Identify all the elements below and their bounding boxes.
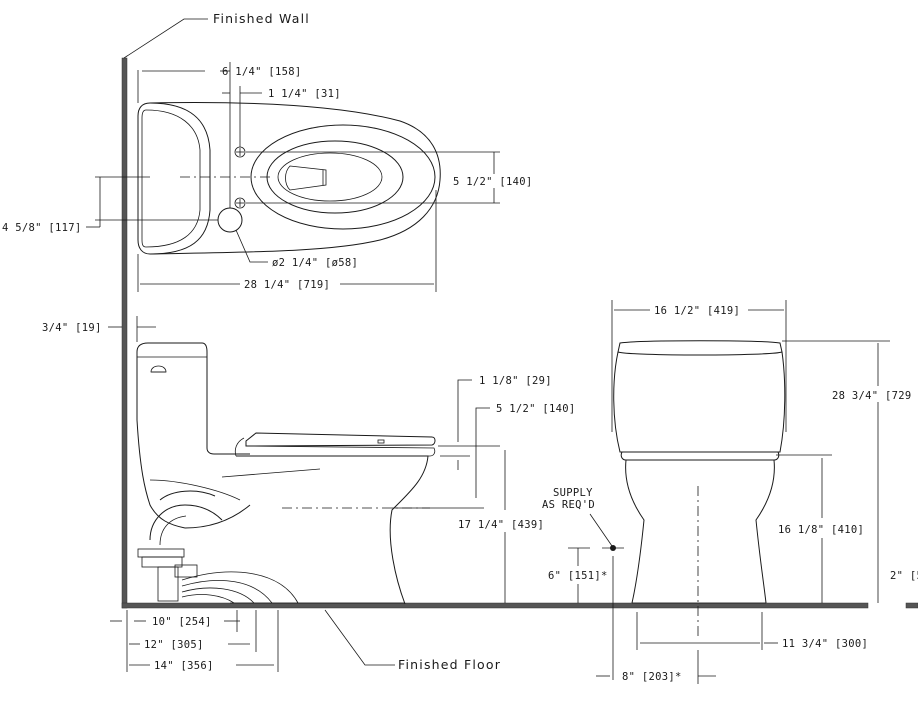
front-view [613,340,786,640]
top-drain-opening [285,165,327,191]
supply-label-line1: SUPPLY [553,487,593,499]
front-bowl-right [755,459,775,604]
dim-12: 12" [305] [144,639,204,651]
flush-handle-icon [150,365,167,373]
side-drain-arc-1 [181,571,299,604]
supply-leader [589,513,613,547]
top-rim [277,152,383,202]
side-bowl-line [221,468,321,478]
dim-14: 14" [356] [154,660,214,672]
dim-6: 6" [151]* [548,570,608,582]
dim-2: 2" [5 [890,570,918,582]
dim-3-4: 3/4" [19] [42,322,102,334]
top-view [137,102,500,255]
dim-28-3-4: 28 3/4" [729 [832,390,911,402]
side-seat-lid [245,432,436,447]
finished-floor [121,602,869,609]
top-tank-inner [141,109,201,248]
top-seat-outer [250,124,436,230]
side-base-flange [137,548,185,558]
dim-10: 10" [254] [152,616,212,628]
side-trapway [149,504,223,541]
side-trapway-top [184,504,251,529]
dim-28-1-4: 28 1/4" [719] [244,279,330,291]
supply-hole [217,207,243,233]
top-tank-outer [149,102,211,255]
dim-16-1-2: 16 1/2" [419] [654,305,740,317]
front-tank [613,351,786,453]
dim-5-1-2-top: 5 1/2" [140] [453,176,532,188]
dim-17-1-4: 17 1/4" [439] [458,519,544,531]
front-seat [620,451,780,461]
side-seat [249,445,436,457]
seat-bolt-bottom [234,197,246,209]
side-tank-profile [136,342,250,455]
finished-floor-right [905,602,918,609]
dim-1-1-8: 1 1/8" [29] [479,375,552,387]
side-view [136,342,436,605]
top-bowl-outline [137,102,441,255]
finished-floor-label: Finished Floor [398,657,501,672]
dim-4-5-8: 4 5/8" [117] [2,222,81,234]
dim-5-1-2-side: 5 1/2" [140] [496,403,575,415]
supply-label-line2: AS REQ'D [542,499,595,511]
finished-wall [121,57,128,609]
dim-16-1-8: 16 1/8" [410] [778,524,864,536]
dim-6-1-4: 6 1/4" [158] [222,66,301,78]
side-tank-back [136,352,186,529]
dim-dia-2-1-4: ø2 1/4" [ø58] [272,257,358,269]
side-seat-hinge [234,437,245,457]
dim-11-3-4: 11 3/4" [300] [782,638,868,650]
front-tank-lid [617,340,783,356]
finished-wall-label: Finished Wall [213,11,310,26]
finished-wall-leader [123,18,208,59]
side-bowl-front [236,455,429,605]
finished-floor-leader [324,609,395,666]
dim-1-1-4: 1 1/4" [31] [268,88,341,100]
dim-8: 8" [203]* [622,671,682,683]
front-bowl-left [625,459,645,604]
